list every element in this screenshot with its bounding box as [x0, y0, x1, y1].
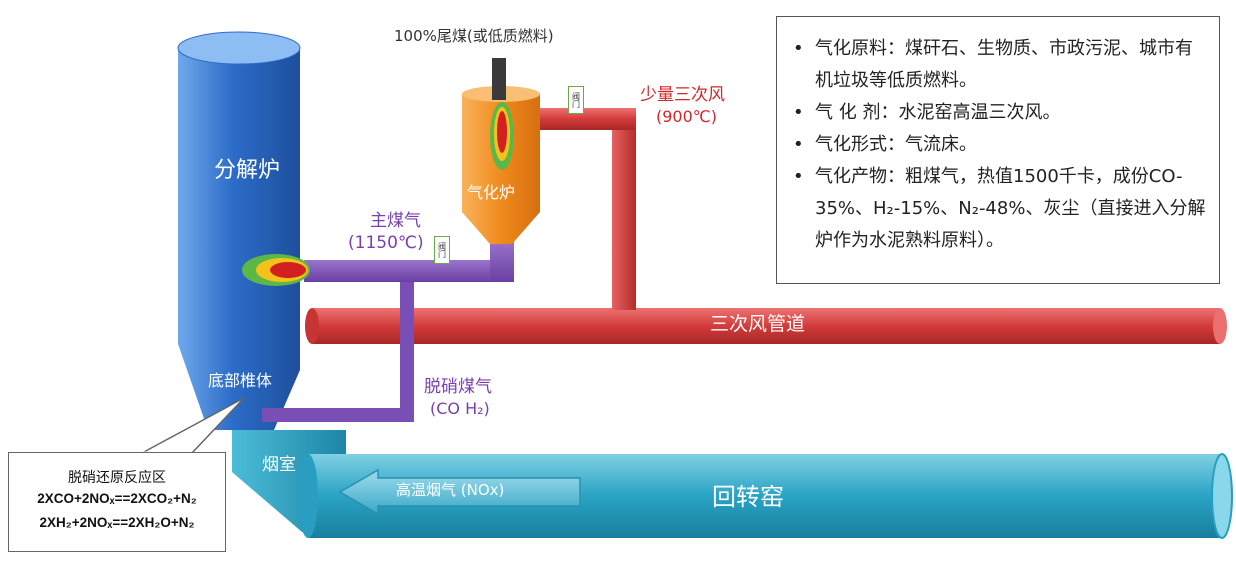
smoke-chamber-label: 烟室 [262, 455, 296, 475]
denox-gas-title: 脱硝煤气 [424, 377, 492, 397]
burner-flame [242, 254, 310, 286]
gasification-info-box: 气化原料：煤矸石、生物质、市政污泥、城市有机垃圾等低质燃料。 气 化 剂：水泥窑… [776, 16, 1220, 284]
flue-gas-arrow [338, 468, 581, 516]
valve-gasifier: 阀门 [568, 86, 584, 114]
tail-coal-label: 100%尾煤(或低质燃料) [394, 27, 554, 45]
info-item-agent: 气 化 剂：水泥窑高温三次风。 [789, 97, 1209, 129]
tertiary-air-title: 少量三次风 [640, 85, 725, 105]
reaction-zone-title: 脱硝还原反应区 [68, 470, 166, 486]
info-list: 气化原料：煤矸石、生物质、市政污泥、城市有机垃圾等低质燃料。 气 化 剂：水泥窑… [789, 33, 1209, 257]
reaction-zone-box: 脱硝还原反应区 2XCO+2NOₓ==2XCO₂+N₂ 2XH₂+2NOₓ==2… [8, 452, 226, 552]
rotary-kiln-label: 回转窑 [712, 483, 784, 511]
coal-feed-pipe [492, 58, 506, 100]
calciner-label: 分解炉 [214, 158, 281, 183]
tertiary-air-temp: (900℃) [656, 107, 717, 126]
tertiary-air-pipe [530, 108, 636, 310]
denox-gas-comp: (CO H₂) [430, 399, 490, 418]
main-gas-pipe [304, 240, 514, 282]
tertiary-air-duct [305, 308, 1227, 344]
info-item-form: 气化形式：气流床。 [789, 129, 1209, 161]
info-item-feedstock: 气化原料：煤矸石、生物质、市政污泥、城市有机垃圾等低质燃料。 [789, 33, 1209, 97]
main-gas-title: 主煤气 [370, 211, 421, 231]
flue-gas-label: 高温烟气 (NOx) [396, 481, 505, 499]
gasifier-label: 气化炉 [467, 183, 516, 202]
reaction-equation-co: 2XCO+2NOₓ==2XCO₂+N₂ [37, 491, 197, 506]
reaction-equation-h2: 2XH₂+2NOₓ==2XH₂O+N₂ [39, 515, 195, 530]
main-gas-temp: (1150℃) [348, 233, 424, 253]
info-item-product: 气化产物：粗煤气，热值1500千卡，成份CO-35%、H₂-15%、N₂-48%… [789, 161, 1209, 257]
bottom-cone-label: 底部椎体 [208, 371, 273, 390]
calciner [177, 31, 301, 430]
tertiary-duct-label: 三次风管道 [710, 313, 806, 335]
gasifier-flame [490, 102, 514, 170]
denox-gas-pipe [262, 282, 414, 422]
valve-main-gas: 阀门 [434, 236, 450, 264]
